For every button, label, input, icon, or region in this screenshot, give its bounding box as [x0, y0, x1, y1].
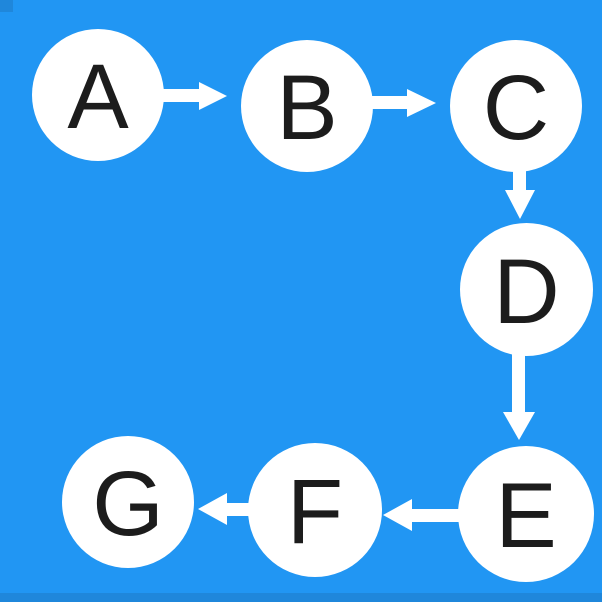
- node-d: D: [460, 223, 593, 356]
- arrow-a-to-b-shaft: [155, 89, 199, 102]
- node-e: E: [458, 446, 594, 582]
- node-c-label: C: [482, 57, 550, 159]
- node-d-label: D: [493, 240, 560, 343]
- node-c: C: [450, 40, 582, 172]
- node-a-label: A: [67, 46, 129, 148]
- arrow-d-to-e-shaft: [512, 348, 525, 412]
- arrow-right-icon: [407, 89, 436, 117]
- node-f-label: F: [286, 461, 344, 563]
- arrow-right-icon: [199, 82, 227, 110]
- node-g-label: G: [92, 453, 164, 555]
- arrow-down-icon: [503, 412, 535, 440]
- node-e-label: E: [495, 465, 557, 567]
- node-b-label: B: [276, 57, 338, 159]
- arrow-left-icon: [383, 499, 412, 531]
- arrow-left-icon: [198, 493, 227, 525]
- arrow-e-to-f-shaft: [412, 509, 467, 522]
- top-left-corner-square: [0, 0, 13, 12]
- node-g: G: [62, 436, 194, 568]
- node-a: A: [32, 29, 164, 161]
- arrow-b-to-c-shaft: [365, 96, 407, 109]
- bottom-edge-band: [0, 593, 602, 602]
- arrow-down-icon: [505, 190, 535, 219]
- node-b: B: [241, 40, 373, 172]
- node-f: F: [248, 443, 382, 577]
